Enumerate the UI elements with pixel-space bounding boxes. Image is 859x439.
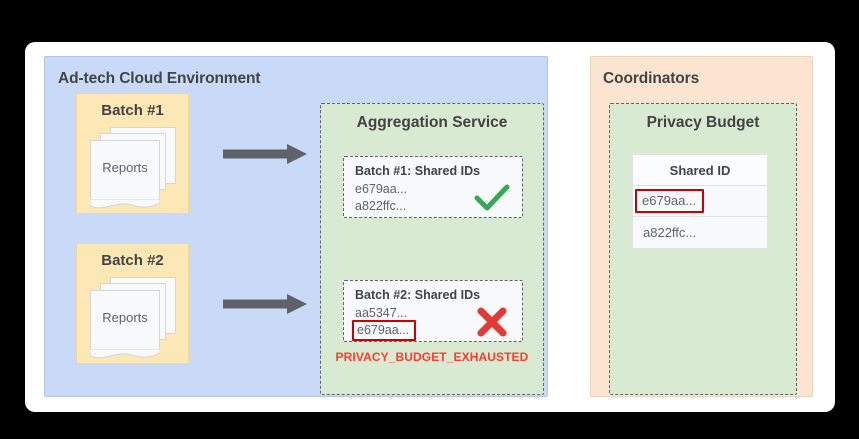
- arrow-batch1-to-aggregation-icon: [223, 144, 307, 164]
- batch-card-1: Batch #1 Reports: [76, 93, 189, 214]
- privacy-budget-error-message: PRIVACY_BUDGET_EXHAUSTED: [335, 350, 529, 364]
- batch-1-label: Batch #1: [101, 102, 164, 119]
- cross-icon: [477, 307, 507, 337]
- aggregation-service-title: Aggregation Service: [356, 114, 508, 131]
- document-icon-front: Reports: [90, 140, 160, 209]
- batch-card-2: Batch #2 Reports: [76, 243, 189, 364]
- table-row: e679aa...: [633, 186, 767, 217]
- panel-adtech-cloud-environment: Ad-tech Cloud Environment Batch #1 Repor…: [44, 56, 548, 397]
- batch-2-label: Batch #2: [101, 252, 164, 269]
- shared-ids-card-batch2: Batch #2: Shared IDs aa5347... e679aa...: [343, 280, 523, 342]
- panel-coordinators: Coordinators Privacy Budget Shared ID e6…: [590, 56, 813, 397]
- privacy-budget-title: Privacy Budget: [646, 114, 760, 131]
- table-header-shared-id: Shared ID: [633, 155, 767, 186]
- shared-id-value-highlighted: e679aa...: [352, 320, 417, 341]
- arrow-batch2-to-aggregation-icon: [223, 294, 307, 314]
- table-row: a822ffc...: [633, 217, 767, 248]
- document-wave-icon: [90, 199, 160, 209]
- diagram-canvas: Ad-tech Cloud Environment Batch #1 Repor…: [25, 42, 835, 412]
- shared-id-value: e679aa...: [355, 182, 408, 196]
- reports-label-1: Reports: [102, 160, 148, 175]
- panel-title-adtech: Ad-tech Cloud Environment: [58, 70, 261, 87]
- document-wave-icon: [90, 349, 160, 359]
- reports-label-2: Reports: [102, 310, 148, 325]
- panel-title-coordinators: Coordinators: [603, 70, 700, 87]
- shared-id-value: aa5347...: [355, 306, 408, 320]
- aggregation-service-box: Aggregation Service Batch #1: Shared IDs…: [320, 103, 544, 395]
- privacy-budget-box: Privacy Budget Shared ID e679aa... a822f…: [609, 103, 797, 395]
- shared-id-cell-highlighted: e679aa...: [635, 189, 705, 213]
- shared-id-value: a822ffc...: [355, 199, 407, 213]
- shared-id-cell: a822ffc...: [643, 225, 697, 240]
- check-icon: [474, 184, 510, 211]
- shared-ids-card-batch1: Batch #1: Shared IDs e679aa... a822ffc..…: [343, 156, 523, 218]
- document-icon-front: Reports: [90, 290, 160, 359]
- shared-id-table: Shared ID e679aa... a822ffc...: [632, 154, 768, 249]
- shared-ids-card-batch2-title: Batch #2: Shared IDs: [355, 288, 481, 302]
- reports-stack-1: Reports: [90, 127, 178, 209]
- shared-ids-card-batch1-title: Batch #1: Shared IDs: [355, 164, 481, 178]
- reports-stack-2: Reports: [90, 277, 178, 359]
